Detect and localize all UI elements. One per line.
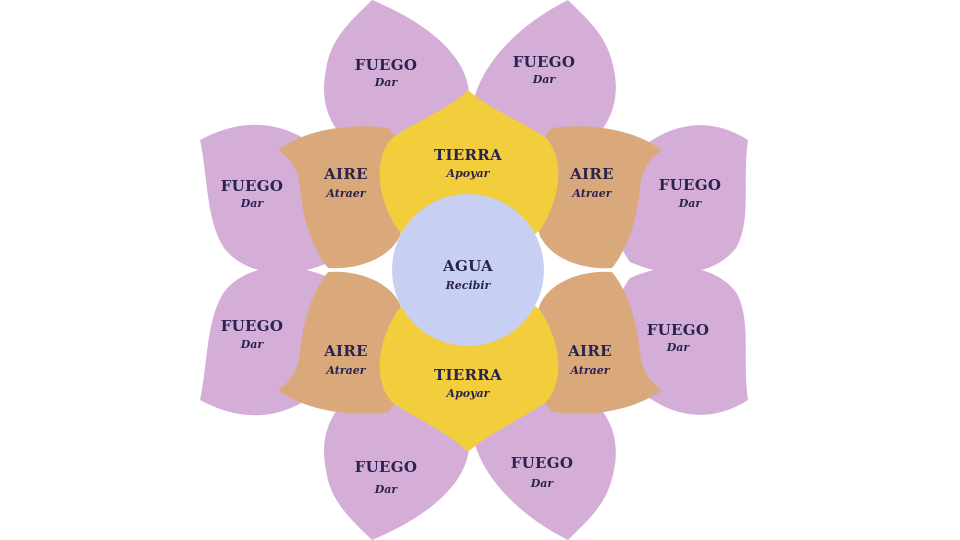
- aire-petals-layer: [278, 126, 662, 414]
- aire-upper-right-verb: Atraer: [571, 187, 612, 200]
- fuego-top-left-verb: Dar: [374, 76, 399, 89]
- aire-lower-right-verb: Atraer: [569, 364, 610, 377]
- fuego-lower-right-verb: Dar: [666, 341, 691, 354]
- fuego-lower-left-name: FUEGO: [221, 317, 284, 335]
- aire-upper-right-name: AIRE: [569, 165, 614, 183]
- fuego-upper-right-name: FUEGO: [659, 176, 722, 194]
- aire-petal-upper-right: [533, 126, 662, 269]
- aire-petal-lower-left: [278, 271, 407, 414]
- aire-upper-left-name: AIRE: [323, 165, 368, 183]
- fuego-upper-left-verb: Dar: [240, 197, 265, 210]
- tierra-petals-layer: [379, 90, 559, 452]
- aire-petal-upper-left: [278, 126, 407, 269]
- fuego-upper-left-name: FUEGO: [221, 177, 284, 195]
- aire-upper-left-verb: Atraer: [325, 187, 366, 200]
- aire-lower-left-verb: Atraer: [325, 364, 366, 377]
- tierra-top-verb: Apoyar: [446, 167, 491, 180]
- fuego-bottom-left-name: FUEGO: [355, 458, 418, 476]
- aire-lower-left-name: AIRE: [323, 342, 368, 360]
- aire-petal-lower-right: [533, 271, 662, 414]
- fuego-lower-right-name: FUEGO: [647, 321, 710, 339]
- tierra-top-name: TIERRA: [434, 146, 502, 164]
- fuego-lower-left-verb: Dar: [240, 338, 265, 351]
- fuego-bottom-right-verb: Dar: [530, 477, 555, 490]
- agua-center-circle: [392, 194, 544, 346]
- agua-center-verb: Recibir: [445, 279, 492, 292]
- fuego-top-right-name: FUEGO: [513, 53, 576, 71]
- agua-center-name: AGUA: [442, 257, 493, 275]
- tierra-petal-bottom: [379, 295, 559, 452]
- fuego-top-left-name: FUEGO: [355, 56, 418, 74]
- fuego-top-right-verb: Dar: [532, 73, 557, 86]
- fuego-bottom-right-name: FUEGO: [511, 454, 574, 472]
- fuego-upper-right-verb: Dar: [678, 197, 703, 210]
- aire-lower-right-name: AIRE: [567, 342, 612, 360]
- tierra-petal-top: [379, 90, 559, 245]
- tierra-bottom-name: TIERRA: [434, 366, 502, 384]
- tierra-bottom-verb: Apoyar: [446, 387, 491, 400]
- labels-layer: FUEGO Dar FUEGO Dar FUEGO Dar FUEGO Dar …: [221, 53, 722, 496]
- fuego-bottom-left-verb: Dar: [374, 483, 399, 496]
